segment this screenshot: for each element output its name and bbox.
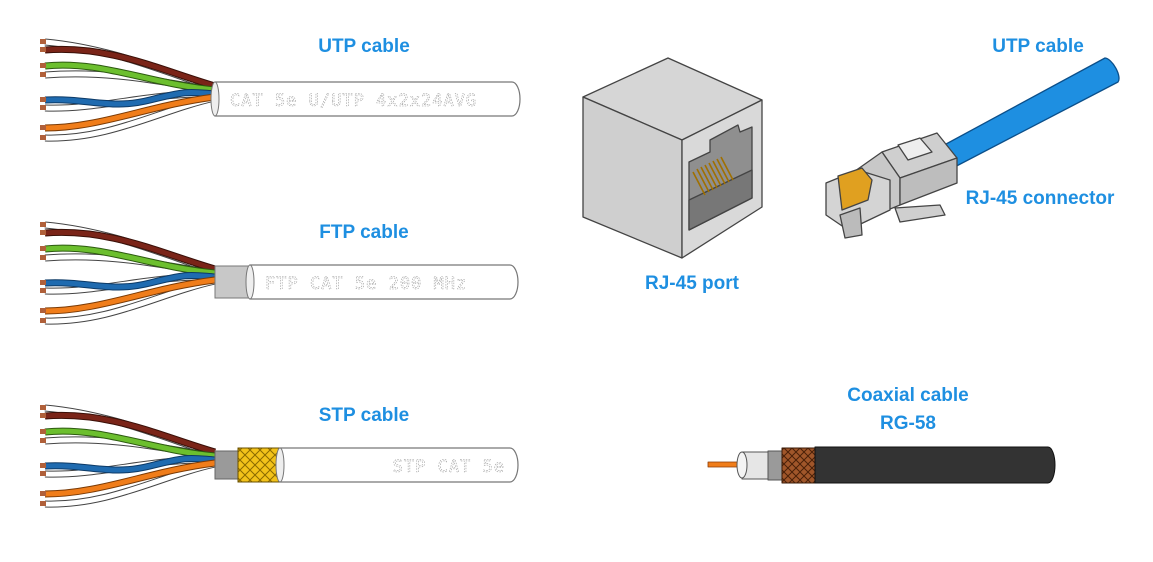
stp-jacket — [279, 447, 519, 483]
coaxial-type-label: RG-58 — [880, 413, 936, 434]
rj45-connector — [825, 57, 1120, 239]
utp-jacket-print: CAT 5e U/UTP 4x2x24AVG — [230, 91, 477, 111]
coax-jacket — [814, 446, 1056, 484]
rj45-port — [582, 57, 763, 259]
rj45-connector-label: RJ-45 connector — [965, 188, 1115, 209]
stp-jacket-print: STP CAT 5e — [393, 457, 505, 477]
stp-cable: STP CAT 5e — [40, 405, 519, 506]
ftp-cable: FTP CAT 5e 200 MHz — [40, 222, 519, 323]
rj45-port-label: RJ-45 port — [645, 273, 739, 294]
connector-utp-cable-label: UTP cable — [992, 36, 1084, 57]
utp-wire-pairs — [40, 39, 215, 140]
utp-jacket — [214, 81, 521, 117]
coax-braid-shield — [781, 447, 821, 484]
port-contact-pins — [692, 156, 734, 196]
connector-utp-cable — [934, 57, 1120, 173]
ftp-jacket-print: FTP CAT 5e 200 MHz — [265, 274, 467, 294]
stp-cable-label: STP cable — [318, 405, 410, 426]
stp-wire-pairs — [40, 405, 215, 506]
connector-contact-pins — [837, 167, 873, 211]
ftp-jacket — [249, 264, 519, 300]
stp-braid-shield — [237, 447, 283, 483]
ftp-wire-pairs — [40, 222, 215, 323]
ftp-cable-label: FTP cable — [319, 222, 409, 243]
utp-cable: CAT 5e U/UTP 4x2x24AVG — [40, 39, 521, 140]
coax-foil — [767, 450, 783, 481]
coaxial-cable — [707, 446, 1056, 484]
utp-cable-label: UTP cable — [318, 36, 410, 57]
stp-foil — [214, 450, 240, 480]
coaxial-cable-label: Coaxial cable — [847, 385, 969, 406]
